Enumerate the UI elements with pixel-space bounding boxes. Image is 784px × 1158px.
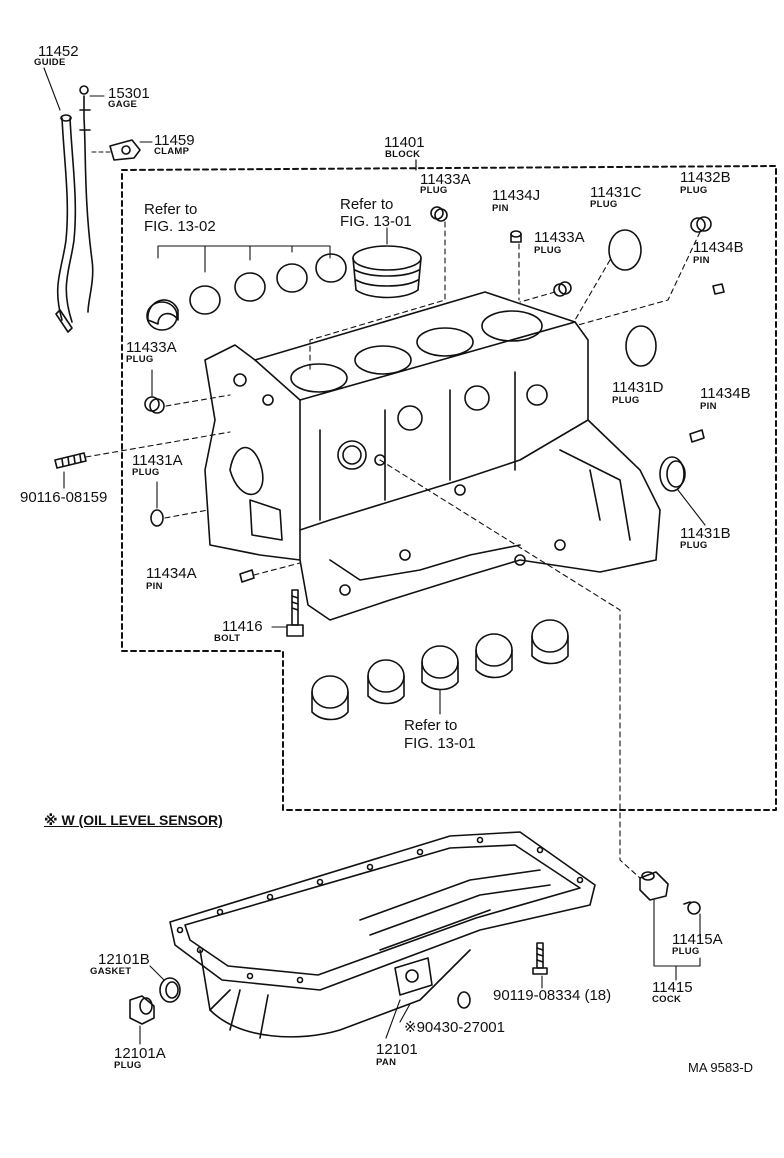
part-name-plug-11415a: PLUG bbox=[672, 946, 700, 957]
plug-11431a-drawing bbox=[150, 509, 164, 527]
gage-drawing bbox=[79, 85, 94, 313]
part-number-gage: 15301 bbox=[108, 85, 150, 102]
part-name-bolt-11416: BOLT bbox=[214, 633, 241, 644]
reference-fig-13-02-line1: Refer to bbox=[144, 201, 198, 218]
part-number-plug-11432b: 11432B bbox=[680, 169, 731, 186]
part-number-block: 11401 bbox=[384, 134, 425, 151]
part-name-plug-12101a: PLUG bbox=[114, 1060, 142, 1071]
pin-11434j-drawing bbox=[510, 230, 522, 243]
part-name-pin-11434a: PIN bbox=[146, 581, 163, 592]
part-name-plug-11431a: PLUG bbox=[132, 467, 160, 478]
part-name-plug-11432b: PLUG bbox=[680, 185, 708, 196]
reference-fig-13-02-line2: FIG. 13-02 bbox=[144, 218, 216, 235]
part-number-pin-11434b-top: 11434B bbox=[693, 239, 744, 256]
part-number-plug-11431a: 11431A bbox=[132, 452, 183, 469]
part-number-gasket: 12101B bbox=[98, 951, 150, 968]
reference-fig-13-01-bottom-line1: Refer to bbox=[404, 717, 458, 734]
part-number-pan: 12101 bbox=[376, 1041, 418, 1058]
part-number-plug-11431c: 11431C bbox=[590, 184, 642, 201]
bolt-11416-drawing bbox=[286, 589, 304, 637]
plug-11433a-left-drawing bbox=[144, 396, 165, 414]
diagram-code: MA 9583-D bbox=[688, 1060, 754, 1075]
pin-11434b-top-drawing bbox=[712, 283, 725, 295]
part-name-gasket: GASKET bbox=[90, 966, 132, 977]
part-name-gage: GAGE bbox=[108, 99, 138, 110]
part-name-clamp: CLAMP bbox=[154, 146, 190, 157]
part-number-guide: 11452 bbox=[38, 43, 79, 60]
pin-11434a-drawing bbox=[239, 569, 255, 583]
part-number-clamp: 11459 bbox=[154, 132, 195, 149]
part-name-guide: GUIDE bbox=[34, 57, 66, 68]
part-number-plug-11431d: 11431D bbox=[612, 379, 664, 396]
stud-90116-drawing bbox=[54, 452, 87, 469]
guide-tube-drawing bbox=[55, 114, 77, 333]
reference-fig-13-01-top-line2: FIG. 13-01 bbox=[340, 213, 412, 230]
block-group-frame bbox=[121, 165, 777, 811]
part-number-sensor-90430: ※90430-27001 bbox=[404, 1019, 505, 1036]
piston-drawing bbox=[352, 245, 422, 299]
pin-11434b-right-drawing bbox=[689, 429, 705, 443]
clamp-drawing bbox=[109, 139, 141, 161]
part-name-block: BLOCK bbox=[385, 149, 421, 160]
gasket-drawing bbox=[159, 977, 181, 1003]
plug-11431d-drawing bbox=[625, 325, 657, 367]
part-name-plug-11433a-mid: PLUG bbox=[534, 245, 562, 256]
part-name-pan: PAN bbox=[376, 1057, 397, 1068]
cylinder-block-drawing bbox=[204, 291, 661, 621]
part-number-plug-11433a-top: 11433A bbox=[420, 171, 471, 188]
part-name-pin-11434b-right: PIN bbox=[700, 401, 717, 412]
part-name-plug-11431d: PLUG bbox=[612, 395, 640, 406]
part-number-stud-90116: 90116-08159 bbox=[20, 489, 108, 506]
part-name-plug-11431b: PLUG bbox=[680, 540, 708, 551]
part-number-plug-11433a-left: 11433A bbox=[126, 339, 177, 356]
part-number-plug-11415a: 11415A bbox=[672, 931, 723, 948]
reference-fig-13-01-bottom-line2: FIG. 13-01 bbox=[404, 735, 476, 752]
oil-level-sensor-note: ※ W (OIL LEVEL SENSOR) bbox=[44, 812, 223, 828]
plug-11415a-drawing bbox=[683, 901, 701, 915]
plug-11433a-top-drawing bbox=[430, 206, 448, 222]
upper-bearing-set bbox=[146, 253, 347, 331]
cock-11415-drawing bbox=[639, 871, 669, 901]
plug-11433a-mid-drawing bbox=[553, 281, 572, 297]
part-number-cock-11415: 11415 bbox=[652, 979, 693, 996]
plug-12101a-drawing bbox=[129, 995, 155, 1025]
part-number-plug-12101a: 12101A bbox=[114, 1045, 166, 1062]
stud-90119-drawing bbox=[532, 942, 548, 975]
plug-11432b-drawing bbox=[690, 216, 712, 233]
part-name-plug-11433a-left: PLUG bbox=[126, 354, 154, 365]
part-number-plug-11433a-mid: 11433A bbox=[534, 229, 585, 246]
lower-bearing-set bbox=[311, 619, 569, 721]
reference-fig-13-01-top-line1: Refer to bbox=[340, 196, 394, 213]
plug-11431c-drawing bbox=[608, 229, 642, 271]
part-name-pin-11434j: PIN bbox=[492, 203, 509, 214]
part-number-plug-11431b: 11431B bbox=[680, 525, 731, 542]
part-name-plug-11431c: PLUG bbox=[590, 199, 618, 210]
part-name-pin-11434b-top: PIN bbox=[693, 255, 710, 266]
plug-11431b-drawing bbox=[659, 456, 686, 492]
part-number-pin-11434j: 11434J bbox=[492, 187, 541, 204]
oil-pan-drawing bbox=[169, 831, 596, 1039]
part-number-stud-90119: 90119-08334 (18) bbox=[493, 987, 612, 1004]
sensor-gasket-drawing bbox=[457, 991, 471, 1009]
part-number-pin-11434b-right: 11434B bbox=[700, 385, 751, 402]
part-number-pin-11434a: 11434A bbox=[146, 565, 197, 582]
part-name-cock-11415: COCK bbox=[652, 994, 682, 1005]
part-name-plug-11433a-top: PLUG bbox=[420, 185, 448, 196]
part-number-bolt-11416: 11416 bbox=[222, 618, 263, 635]
